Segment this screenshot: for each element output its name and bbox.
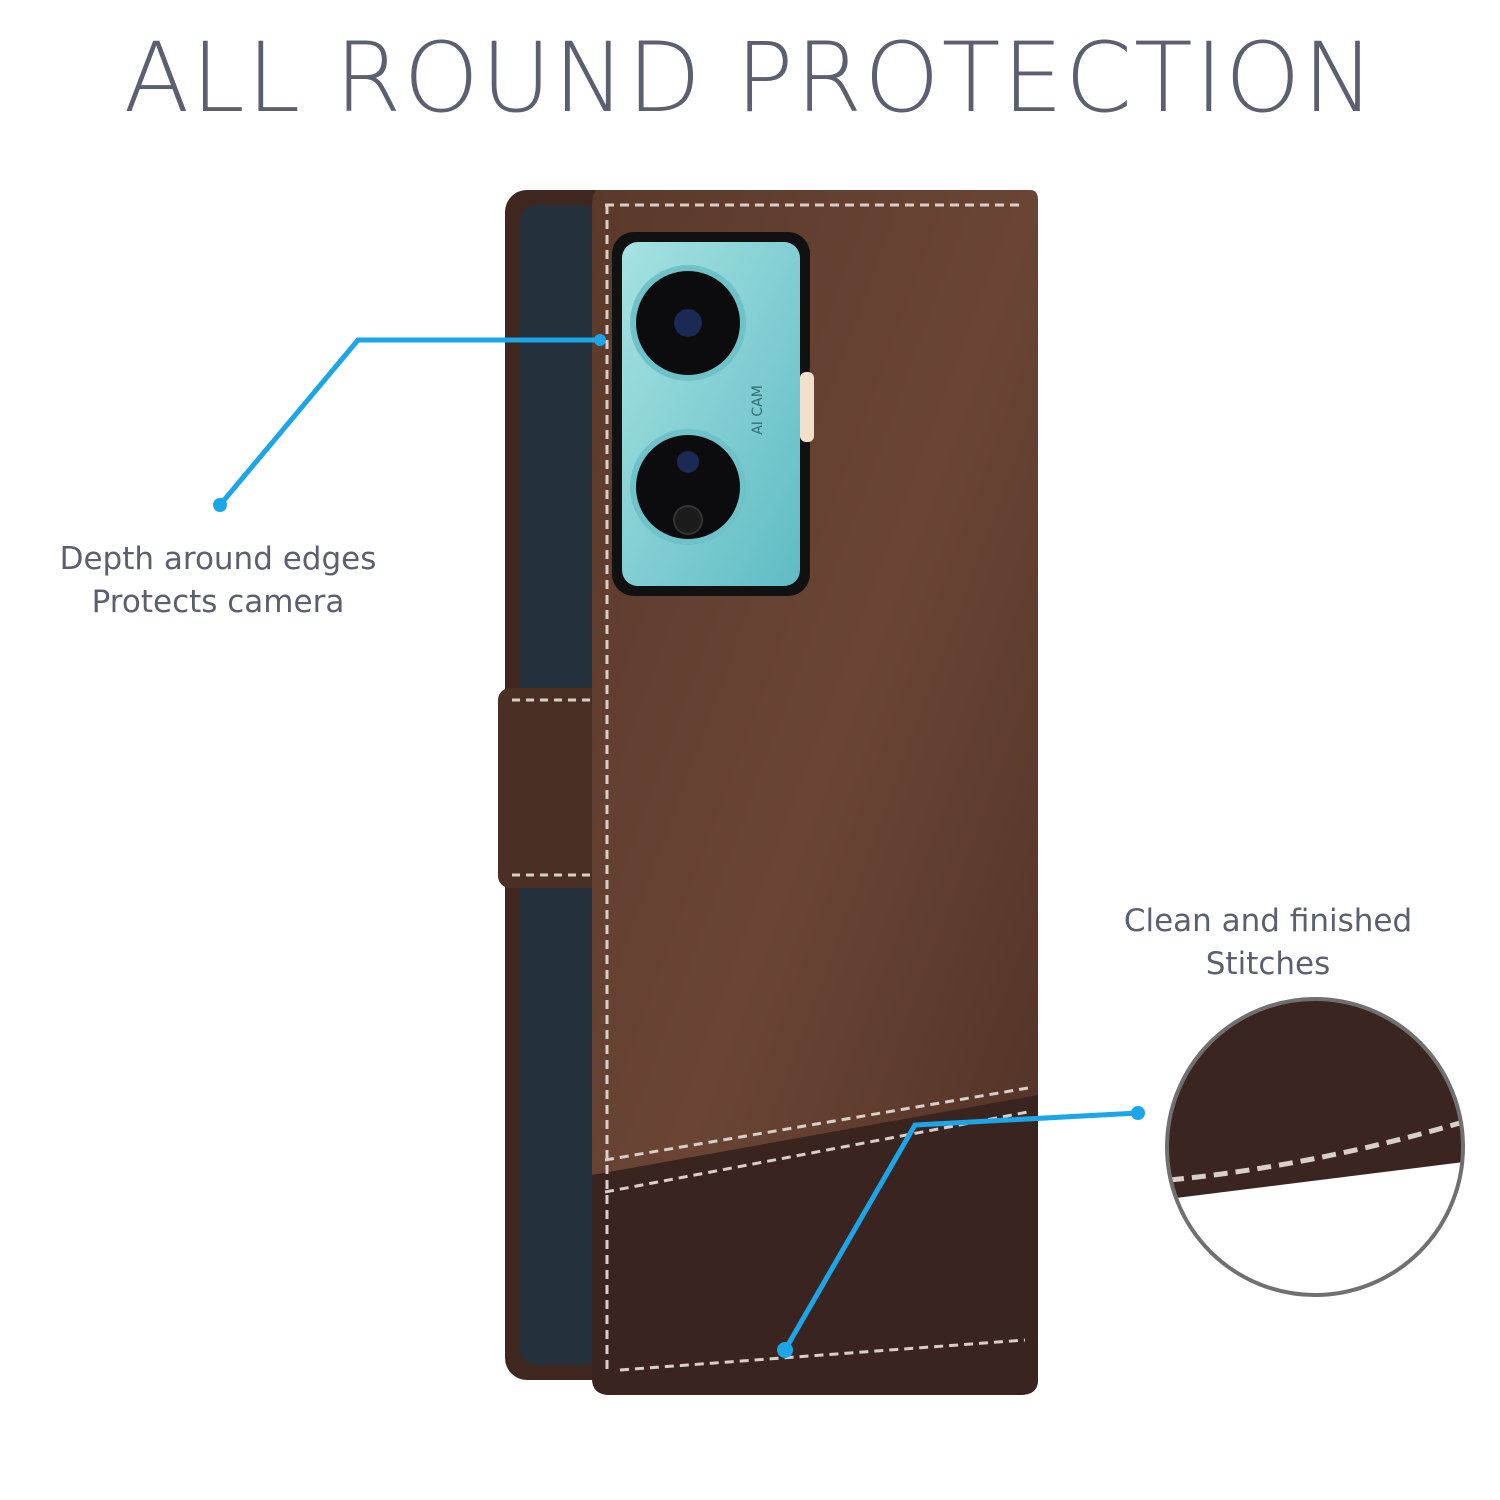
callout-camera-line2: Protects camera (91, 584, 345, 620)
callout-stitches-line2: Stitches (1205, 946, 1331, 982)
callout-camera: Depth around edges Protects camera (18, 538, 418, 624)
camera-label: AI CAM (750, 385, 766, 435)
callout-dot-band (777, 1342, 793, 1358)
callout-stitches-line1: Clean and finished (1123, 903, 1413, 939)
dark-leather-band (592, 1095, 1038, 1395)
callout-dot-camera (213, 498, 227, 512)
camera-module: AI CAM (612, 232, 814, 596)
secondary-lens-icon (630, 429, 746, 545)
flash-icon (800, 372, 814, 442)
stitching (604, 203, 1029, 1372)
stitch-detail-zoom (1165, 997, 1465, 1297)
callout-line-stitches (782, 1110, 1139, 1352)
callout-camera-line1: Depth around edges (59, 541, 377, 577)
callout-stitches: Clean and finished Stitches (1068, 900, 1468, 986)
page-title: ALL ROUND PROTECTION (123, 22, 1377, 134)
callout-line-camera (218, 337, 600, 507)
callout-dot-stitches (1131, 1106, 1145, 1120)
